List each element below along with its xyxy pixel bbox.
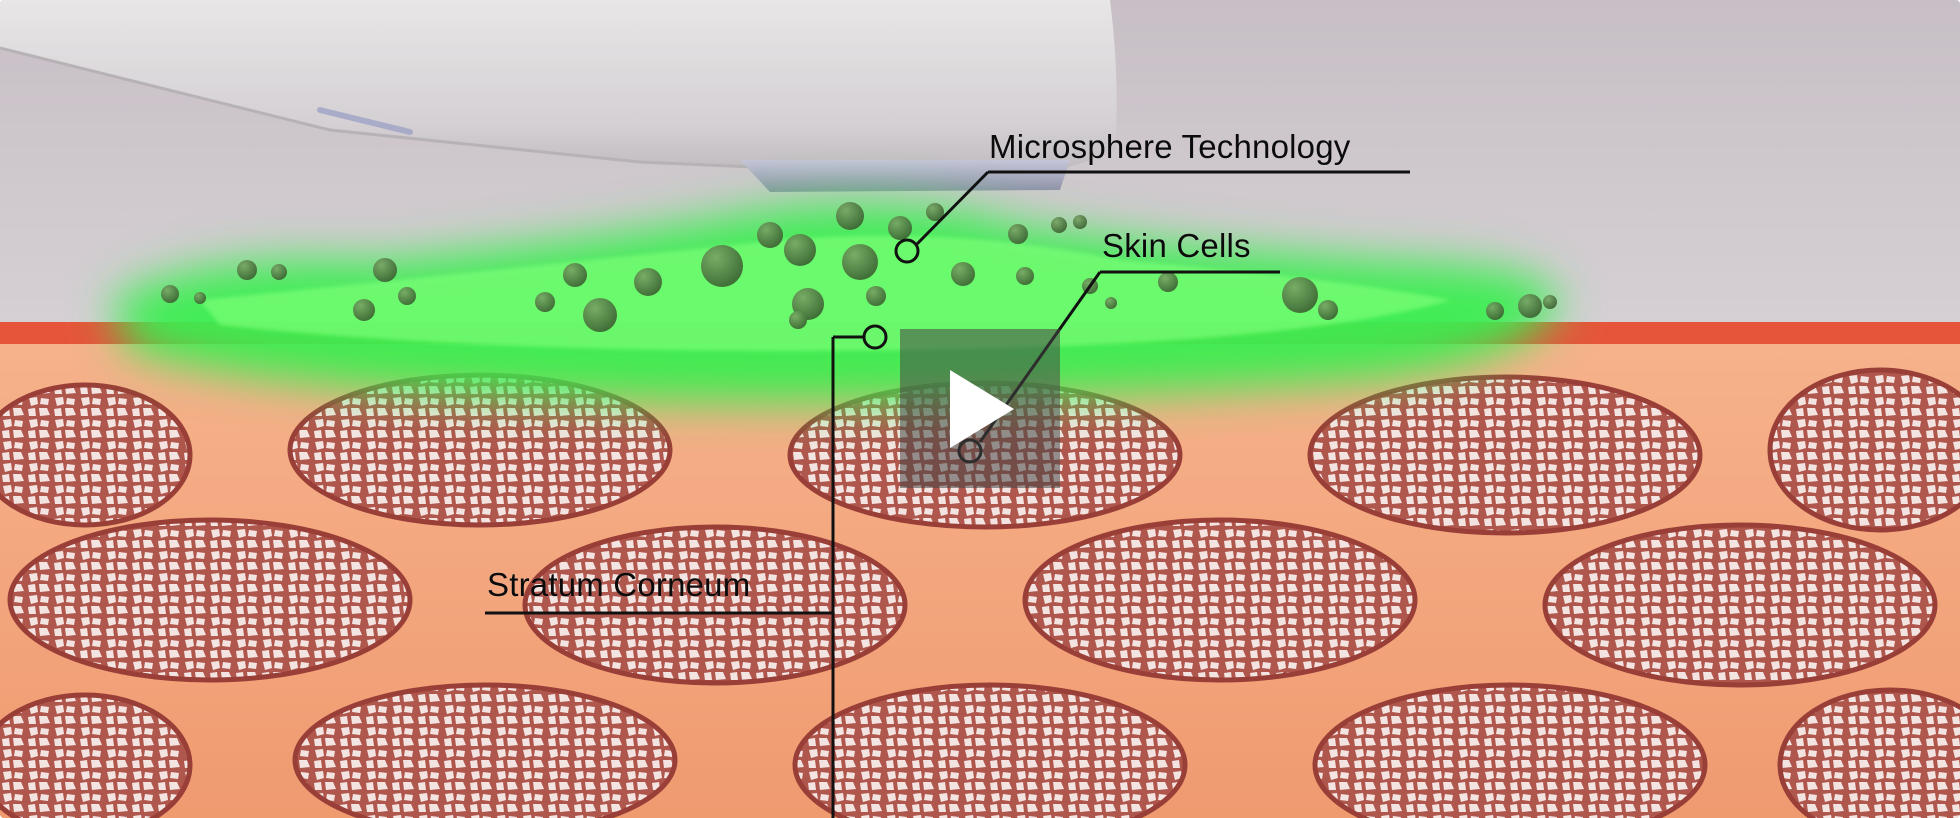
stratum-corneum-label: Stratum Corneum <box>487 566 751 603</box>
microsphere-technology-label: Microsphere Technology <box>989 128 1351 165</box>
play-icon <box>940 366 1020 452</box>
play-button[interactable] <box>900 329 1060 488</box>
skin-cells-label: Skin Cells <box>1102 227 1251 264</box>
